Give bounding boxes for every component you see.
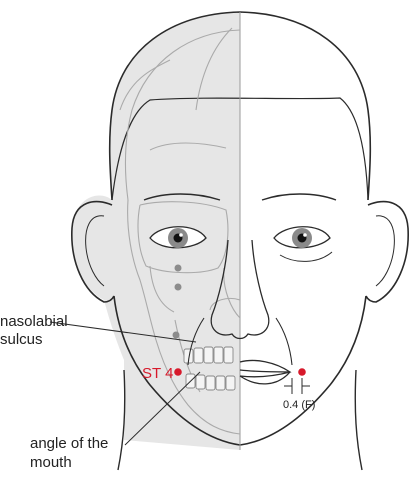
right-eyebrow [261, 193, 337, 201]
nasolabial-sulcus-left [187, 317, 205, 366]
nasolabial-label-line1: nasolabial [0, 313, 68, 330]
nasolabial-label-line2: sulcus [0, 331, 43, 348]
skull-shade [71, 12, 240, 450]
left-ear [71, 200, 115, 303]
mouth [239, 359, 292, 385]
nose [210, 239, 270, 340]
angle-leader [124, 371, 201, 446]
st4-point-left [174, 368, 182, 376]
st4-point-right [298, 368, 306, 376]
gray-point-1 [174, 264, 182, 272]
st4-label: ST 4 [142, 365, 173, 382]
nasolabial-leader [49, 321, 197, 343]
gray-point-2 [174, 283, 182, 291]
right-ear [365, 200, 409, 303]
angle-label-line2: mouth [30, 454, 72, 471]
distance-label: 0.4 (F) [283, 399, 315, 411]
gray-point-3 [172, 331, 180, 339]
angle-label-line1: angle of the [30, 435, 108, 452]
head-outline [108, 11, 372, 201]
teeth [183, 346, 236, 391]
distance-marker [284, 378, 310, 394]
left-ear-inner [85, 215, 105, 287]
neck-right [354, 369, 363, 471]
left-eyebrow [143, 193, 221, 201]
right-eye [273, 226, 333, 262]
neck-left [117, 369, 126, 471]
left-eye [149, 226, 207, 249]
nasolabial-sulcus-right [275, 317, 293, 366]
right-ear-inner [375, 215, 395, 287]
